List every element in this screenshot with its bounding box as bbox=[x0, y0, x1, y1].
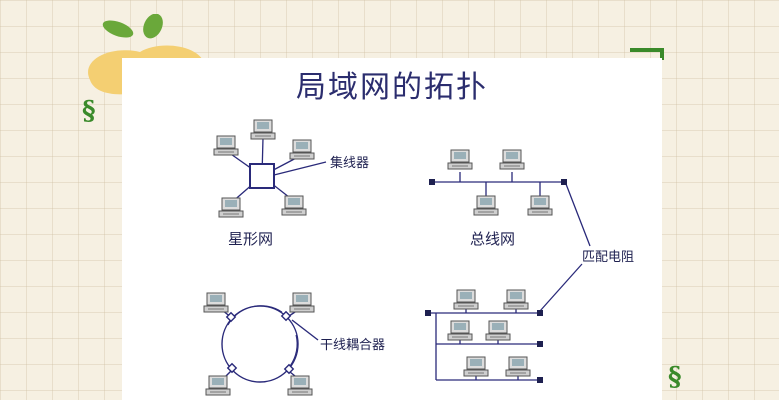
bus-computer-node bbox=[473, 195, 499, 216]
tree-computer-node bbox=[453, 289, 479, 310]
slide-panel bbox=[122, 58, 662, 400]
tree-computer-node bbox=[447, 320, 473, 341]
bus-computer-node bbox=[499, 149, 525, 170]
green-corner-bracket-icon bbox=[628, 46, 668, 70]
tree-computer-node bbox=[503, 289, 529, 310]
ring-computer-node bbox=[203, 292, 229, 313]
green-swirl-icon: § bbox=[668, 362, 682, 392]
star-computer-node bbox=[281, 195, 307, 216]
terminator-label: 匹配电阻 bbox=[582, 250, 635, 265]
hub-label: 集线器 bbox=[330, 156, 370, 171]
tree-computer-node bbox=[463, 356, 489, 377]
terminator-node bbox=[537, 341, 543, 347]
star-network-label: 星形网 bbox=[228, 230, 274, 248]
coupler-label: 干线耦合器 bbox=[320, 338, 386, 353]
ring-computer-node bbox=[289, 292, 315, 313]
terminator-node bbox=[425, 310, 431, 316]
bus-network bbox=[429, 172, 591, 247]
bus-computer-node bbox=[447, 149, 473, 170]
ring-network bbox=[221, 305, 319, 383]
star-computer-node bbox=[289, 139, 315, 160]
coupler-node bbox=[283, 363, 295, 375]
tree-computer-node bbox=[505, 356, 531, 377]
ring-computer-node bbox=[287, 375, 313, 396]
bus-computer-node bbox=[527, 195, 553, 216]
terminator-node bbox=[561, 179, 567, 185]
coupler-node bbox=[225, 311, 237, 323]
coupler-node bbox=[226, 362, 238, 374]
slide-title: 局域网的拓扑 bbox=[296, 70, 488, 105]
terminator-node bbox=[537, 310, 543, 316]
terminator-node bbox=[537, 377, 543, 383]
tree-network bbox=[425, 263, 583, 383]
coupler-node bbox=[280, 310, 292, 322]
ring-computer-node bbox=[205, 375, 231, 396]
star-computer-node bbox=[250, 119, 276, 140]
terminator-node bbox=[429, 179, 435, 185]
star-computer-node bbox=[218, 197, 244, 218]
star-computer-node bbox=[213, 135, 239, 156]
green-swirl-icon: § bbox=[82, 96, 96, 126]
bus-network-label: 总线网 bbox=[470, 230, 516, 248]
tree-computer-node bbox=[485, 320, 511, 341]
hub-box bbox=[249, 163, 275, 189]
green-leaf-icon bbox=[98, 13, 178, 48]
